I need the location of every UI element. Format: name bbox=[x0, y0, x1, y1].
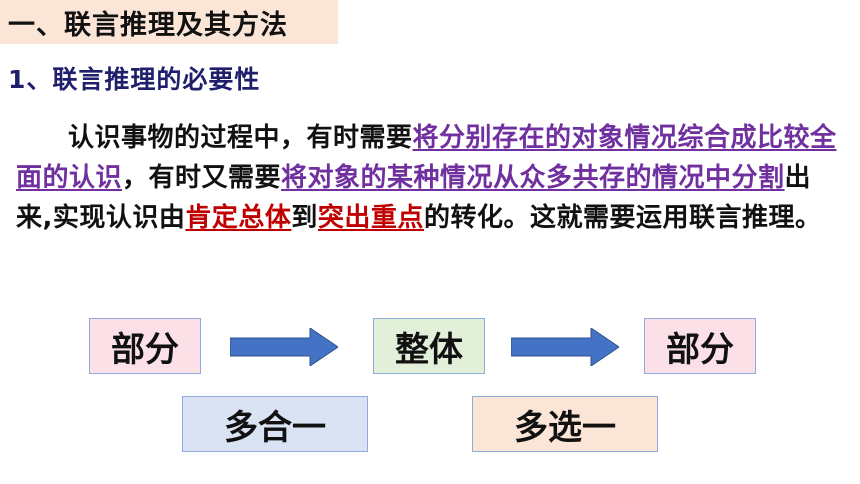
right-arrow-icon bbox=[511, 328, 619, 366]
body-paragraph: 认识事物的过程中，有时需要将分别存在的对象情况综合成比较全面的认识，有时又需要将… bbox=[16, 118, 846, 238]
box-many-to-one: 多合一 bbox=[182, 396, 368, 452]
emphasis-separate: 将对象的某种情况从众多共存的情况中分割 bbox=[281, 163, 785, 193]
emphasis-focus: 突出重点 bbox=[317, 203, 424, 233]
section-heading-text: 一、联言推理及其方法 bbox=[8, 9, 288, 41]
box-part-right: 部分 bbox=[644, 318, 756, 374]
right-arrow-icon bbox=[230, 328, 338, 366]
emphasis-whole: 肯定总体 bbox=[185, 203, 292, 233]
paragraph-text-5: 的转化。这就需要运用联言推理。 bbox=[423, 203, 822, 233]
emphasis-combine: 将分别存在的对象情况综合成比较全面的认识 bbox=[16, 123, 837, 193]
box-part-left: 部分 bbox=[89, 318, 201, 374]
paragraph-text-2: ，有时又需要 bbox=[122, 163, 282, 193]
subheading: 1、联言推理的必要性 bbox=[8, 65, 261, 94]
box-choose-one: 多选一 bbox=[472, 396, 658, 452]
paragraph-text-1: 认识事物的过程中，有时需要 bbox=[68, 123, 413, 153]
section-heading: 一、联言推理及其方法 bbox=[0, 0, 338, 44]
box-whole: 整体 bbox=[373, 318, 485, 374]
paragraph-text-3: 出来,实现认识由 bbox=[16, 163, 812, 233]
paragraph-text-4: 到 bbox=[291, 203, 318, 233]
